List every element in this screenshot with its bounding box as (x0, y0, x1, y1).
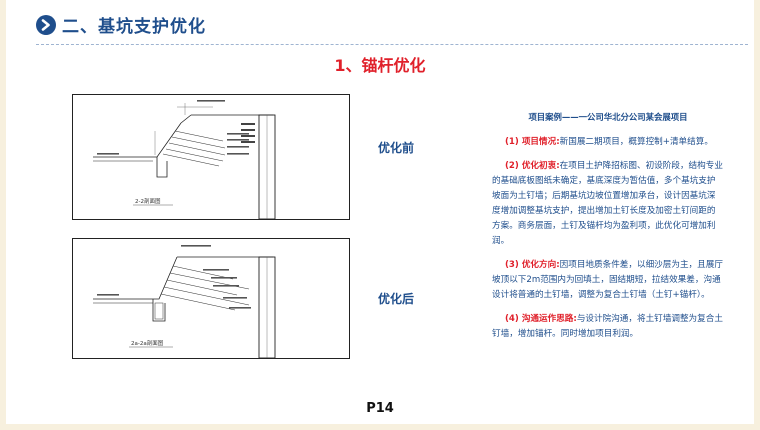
case-item-situation: (1) 项目情况:新国展二期项目，概算控制+清单结算。 (492, 135, 724, 150)
header-divider (36, 44, 748, 45)
section-header: 二、基坑支护优化 (36, 12, 206, 37)
label-before: 优化前 (378, 141, 415, 155)
drawing-caption-before: 2-2剖面图 (135, 197, 161, 205)
page-number: P14 (366, 401, 394, 416)
chevron-right-icon (36, 14, 56, 35)
label-after: 优化后 (378, 292, 415, 306)
case-item-label: (3) 优化方向: (505, 260, 560, 270)
section-drawing-before: 2-2剖面图 (72, 94, 350, 220)
page-title: 1、锚杆优化 (334, 56, 426, 75)
case-item-label: (2) 优化初衷: (505, 161, 560, 171)
case-item-text: 在项目土护降招标图、初设阶段，结构专业的基础底板图纸未确定，基底深度为暂估值，多… (492, 161, 723, 246)
case-item-communication: (4) 沟通运作思路:与设计院沟通，将土钉墙调整为复合土钉墙，增加锚杆。同时增加… (492, 312, 724, 342)
slide: 二、基坑支护优化 1、锚杆优化 (6, 0, 754, 424)
case-item-text: 新国展二期项目，概算控制+清单结算。 (559, 137, 713, 147)
case-item-text: 因项目地质条件差，以细沙层为主，且展厅坡顶以下2m范围内为回填土，固结期短，拉结… (492, 260, 723, 300)
case-item-text: 与设计院沟通，将土钉墙调整为复合土钉墙，增加锚杆。同时增加项目利润。 (492, 314, 723, 339)
case-item-motivation: (2) 优化初衷:在项目土护降招标图、初设阶段，结构专业的基础底板图纸未确定，基… (492, 159, 724, 249)
case-heading: 项目案例——一公司华北分公司某会展项目 (528, 112, 688, 122)
case-description: 项目案例——一公司华北分公司某会展项目 (1) 项目情况:新国展二期项目，概算控… (492, 110, 724, 351)
section-title: 二、基坑支护优化 (62, 17, 206, 37)
drawing-caption-after: 2a-2a剖面图 (131, 339, 164, 347)
case-item-direction: (3) 优化方向:因项目地质条件差，以细沙层为主，且展厅坡顶以下2m范围内为回填… (492, 258, 724, 303)
case-item-label: (4) 沟通运作思路: (505, 314, 577, 324)
section-drawing-after: 2a-2a剖面图 (72, 238, 350, 359)
case-item-label: (1) 项目情况: (505, 137, 560, 147)
